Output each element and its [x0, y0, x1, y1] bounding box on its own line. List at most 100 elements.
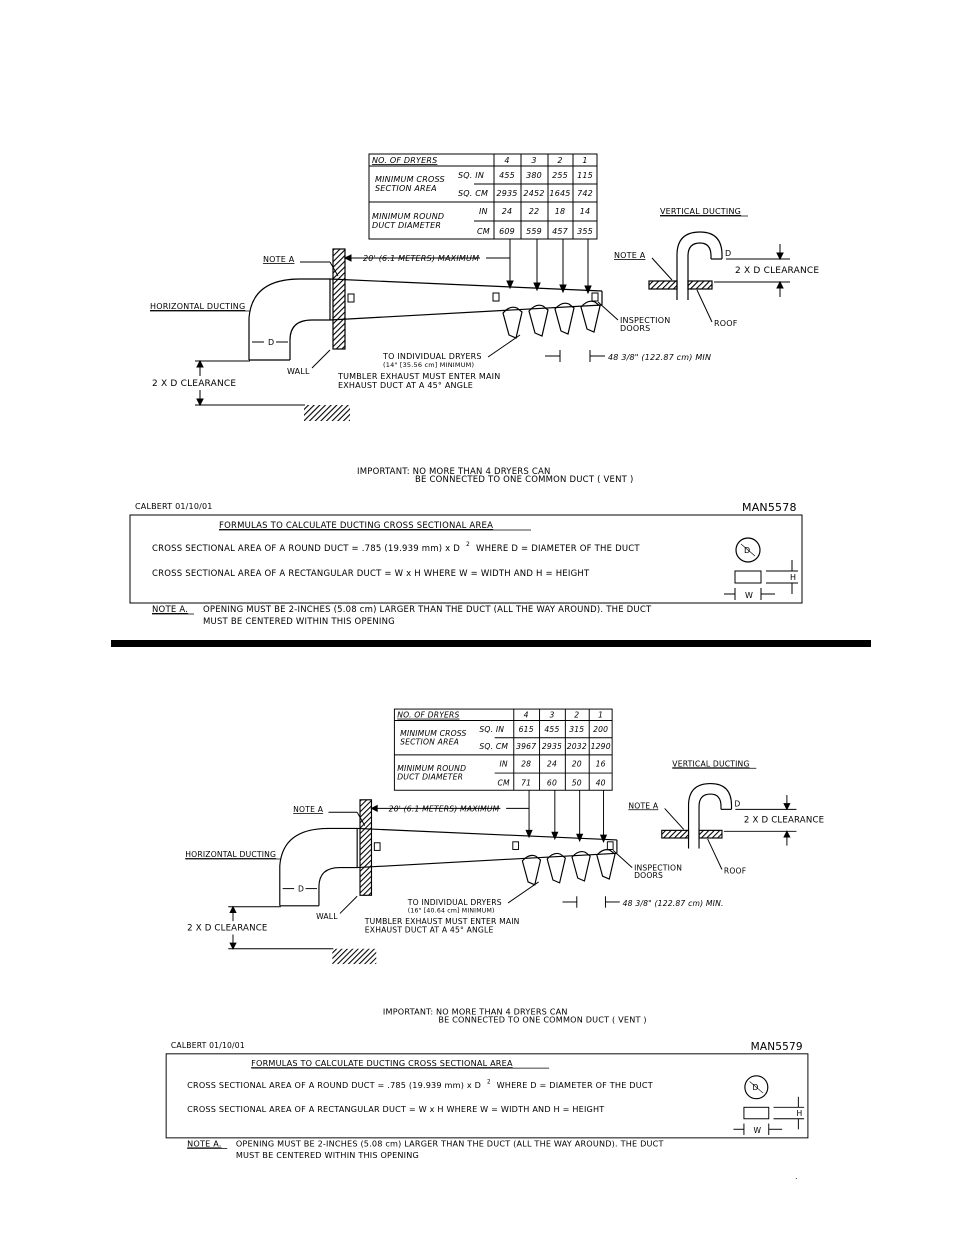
- important-note-1: IMPORTANT: NO MORE THAN 4 DRYERS CAN: [357, 467, 551, 477]
- table-col-3: 3: [531, 156, 536, 165]
- sq-cm-4: 2935: [496, 189, 517, 198]
- roof-label: ROOF: [724, 866, 746, 875]
- spacing-label: 48 3/8" (122.87 cm) MIN: [608, 353, 711, 362]
- note-text-2: MUST BE CENTERED WITHIN THIS OPENING: [203, 617, 395, 627]
- note-text-2: MUST BE CENTERED WITHIN THIS OPENING: [236, 1150, 419, 1160]
- clearance-label: 2 X D CLEARANCE: [187, 924, 267, 934]
- round-duct-label: MINIMUM ROUND: [372, 212, 444, 221]
- sq-cm-2: 2032: [567, 742, 587, 751]
- inspection-doors-label: INSPECTION: [620, 316, 670, 325]
- vert-clearance-label: 2 X D CLEARANCE: [744, 816, 824, 826]
- footer-mark: .: [795, 1172, 798, 1181]
- in-label: IN: [479, 207, 488, 216]
- author-label: CALBERT 01/10/01: [135, 502, 213, 511]
- rect-duct-icon: [724, 560, 798, 600]
- sq-cm-2: 1645: [549, 189, 570, 198]
- round-duct-icon: D: [744, 1075, 769, 1100]
- horizontal-ducting-label: HORIZONTAL DUCTING: [150, 302, 245, 311]
- in-2: 18: [555, 207, 566, 216]
- horizontal-duct: [248, 248, 603, 361]
- note-a-label: NOTE A: [263, 255, 295, 264]
- max-length-label: 20' (6.1 METERS) MAXIMUM: [389, 804, 500, 813]
- in-1: 16: [596, 759, 606, 768]
- ducting-drawing: NO. OF DRYERS 4 3 2 1 MINIMUM CROSS SECT…: [165, 708, 824, 1160]
- formula-round-exponent: 2: [466, 541, 470, 548]
- formula-round-exponent: 2: [487, 1079, 491, 1085]
- formula-round: CROSS SECTIONAL AREA OF A ROUND DUCT = .…: [152, 544, 460, 554]
- drawing-code: MAN5579: [751, 1041, 803, 1053]
- inspection-doors-label: INSPECTION: [634, 863, 682, 872]
- formulas-title: FORMULAS TO CALCULATE DUCTING CROSS SECT…: [251, 1058, 513, 1068]
- clearance-label: 2 X D CLEARANCE: [152, 379, 236, 389]
- vertical-duct: [648, 231, 723, 300]
- sq-in-4: 615: [519, 725, 534, 734]
- section-divider: [111, 640, 871, 647]
- vert-d-label: D: [725, 249, 731, 258]
- wall-label: WALL: [316, 912, 338, 921]
- inspection-doors-label-2: DOORS: [634, 871, 663, 880]
- sq-in-2: 315: [569, 725, 584, 734]
- vert-note-a-label: NOTE A: [614, 251, 646, 260]
- sq-in-2: 255: [552, 171, 568, 180]
- sq-in-1: 115: [577, 171, 593, 180]
- diameter-label: D: [298, 884, 304, 893]
- rect-duct-icon: [733, 1096, 805, 1135]
- cm-1: 40: [596, 778, 606, 787]
- table-header-label: NO. OF DRYERS: [372, 156, 437, 165]
- sq-in-4: 455: [499, 171, 515, 180]
- formula-round-where: WHERE D = DIAMETER OF THE DUCT: [497, 1080, 653, 1090]
- sq-in-label: SQ. IN: [458, 171, 484, 180]
- max-length-label: 20' (6.1 METERS) MAXIMUM: [363, 254, 479, 263]
- vert-note-a-label: NOTE A: [628, 801, 659, 810]
- round-duct-label-2: DUCT DIAMETER: [372, 221, 441, 230]
- cm-4: 609: [499, 227, 515, 236]
- sq-cm-3: 2452: [523, 189, 544, 198]
- cross-section-label-2: SECTION AREA: [375, 184, 437, 193]
- height-label: H: [790, 573, 796, 582]
- table-col-3: 3: [549, 711, 554, 720]
- sq-in-3: 380: [526, 171, 542, 180]
- spacing-label: 48 3/8" (122.87 cm) MIN.: [623, 899, 724, 908]
- floor-hatch: [304, 405, 350, 421]
- in-4: 24: [502, 207, 513, 216]
- horizontal-ducting-label: HORIZONTAL DUCTING: [185, 850, 276, 859]
- note-a-label: NOTE A: [293, 805, 324, 814]
- to-individual-label: TO INDIVIDUAL DRYERS: [407, 898, 502, 907]
- cm-2: 50: [572, 778, 582, 787]
- note-text-1: OPENING MUST BE 2-INCHES (5.08 cm) LARGE…: [236, 1138, 664, 1148]
- vertical-duct: [661, 782, 733, 849]
- round-duct-label: MINIMUM ROUND: [397, 764, 466, 773]
- round-duct-label-2: DUCT DIAMETER: [397, 773, 463, 782]
- to-individual-min-label: (14" [35.56 cm] MINIMUM): [383, 361, 474, 369]
- formula-round: CROSS SECTIONAL AREA OF A ROUND DUCT = .…: [187, 1080, 481, 1090]
- sq-in-3: 455: [544, 725, 559, 734]
- note-text-1: OPENING MUST BE 2-INCHES (5.08 cm) LARGE…: [203, 605, 652, 615]
- formula-rectangle: CROSS SECTIONAL AREA OF A RECTANGULAR DU…: [152, 569, 590, 579]
- height-label: H: [796, 1109, 802, 1118]
- sq-cm-1: 1290: [591, 742, 611, 751]
- sq-in-1: 200: [593, 725, 608, 734]
- diameter-label: D: [268, 338, 274, 347]
- tumbler-note-1: TUMBLER EXHAUST MUST ENTER MAIN: [364, 917, 520, 926]
- cross-section-label-2: SECTION AREA: [400, 737, 459, 746]
- table-col-1: 1: [582, 156, 587, 165]
- in-label: IN: [499, 759, 507, 768]
- cm-1: 355: [577, 227, 593, 236]
- sq-cm-3: 2935: [542, 742, 562, 751]
- cm-label: CM: [498, 778, 511, 787]
- cm-4: 71: [521, 778, 531, 787]
- note-label: NOTE A.: [152, 605, 188, 615]
- sq-cm-label: SQ. CM: [458, 189, 488, 198]
- sq-cm-label: SQ. CM: [479, 742, 508, 751]
- sq-cm-4: 3967: [516, 742, 536, 751]
- inspection-doors-label-2: DOORS: [620, 324, 650, 333]
- in-2: 20: [572, 759, 582, 768]
- in-1: 14: [580, 207, 591, 216]
- ducting-drawing: NO. OF DRYERS 4 3 2 1 MINIMUM CROSS SECT…: [129, 153, 819, 627]
- important-note-1: IMPORTANT: NO MORE THAN 4 DRYERS CAN: [383, 1007, 568, 1017]
- round-duct-icon: D: [735, 537, 761, 563]
- floor-hatch: [332, 948, 377, 965]
- in-3: 22: [529, 207, 540, 216]
- to-individual-min-label: (16" [40.64 cm] MINIMUM): [408, 907, 495, 914]
- table-header-label: NO. OF DRYERS: [397, 711, 459, 720]
